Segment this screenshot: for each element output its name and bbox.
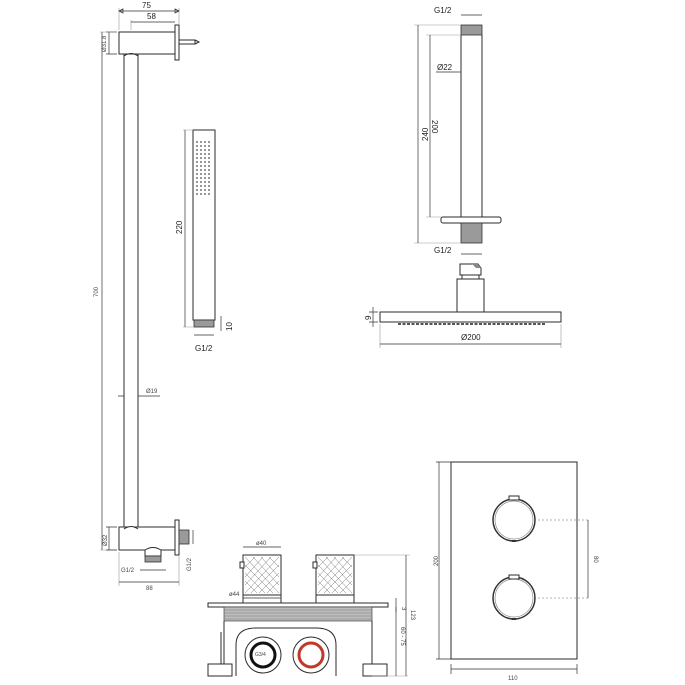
dim-bracket-depth: 58 (147, 12, 156, 21)
shower-head: 9 Ø200 (364, 263, 562, 348)
dim-hand-shower-thread: G1/2 (195, 344, 213, 353)
dim-arm-inner-length: 200 (430, 120, 439, 134)
dim-head-thickness: 9 (364, 315, 373, 320)
rail-side-outlet-thread (178, 529, 190, 545)
dim-knob-spacing: 80 (592, 556, 598, 563)
cold-outlet-ring (249, 641, 277, 669)
head-connector-ring (461, 274, 480, 280)
dim-plate-thickness: 3 (400, 607, 406, 611)
arm-flange (440, 216, 502, 224)
valve-body: G3/4 ø40 ø44 3 60 - 75 123 (207, 541, 415, 677)
cover-plate-outline (450, 461, 578, 660)
dim-bracket-width: 75 (142, 1, 151, 10)
dim-base-diameter: ø44 (229, 592, 240, 598)
shower-arm: G1/2 Ø22 240 200 G1/2 (414, 6, 502, 255)
valve-plate (207, 602, 389, 608)
dim-hand-shower-length: 220 (175, 220, 184, 234)
dim-arm-top-thread: G1/2 (434, 6, 452, 15)
riser-rail: 75 58 Ø31.8 700 Ø19 Ø32 G1/2 G1/2 88 (94, 1, 201, 592)
head-neck (456, 278, 485, 313)
arm-top-thread (460, 24, 483, 36)
rail-top-bracket (118, 31, 176, 55)
valve-foot-left (207, 663, 233, 677)
hand-shower-thread (193, 319, 215, 328)
arm-bottom-thread (460, 222, 483, 244)
rail-top-wall-plate (174, 24, 180, 61)
dim-arm-diameter: Ø22 (437, 63, 453, 72)
dim-side-outlet: G1/2 (187, 557, 193, 571)
dim-tube-diameter: Ø19 (146, 389, 158, 395)
rail-bottom-outlet-thread (144, 555, 162, 563)
rail-bottom-bracket (118, 526, 176, 551)
valve-housing (223, 621, 373, 672)
rail-bottom-wall-plate (174, 519, 180, 556)
rail-top-screw (178, 39, 196, 45)
dim-arm-bottom-thread: G1/2 (434, 246, 452, 255)
dim-inlet: G3/4 (255, 652, 266, 658)
hot-outlet-ring (297, 641, 325, 669)
dim-total-height: 123 (409, 610, 415, 621)
dim-hand-shower-thread-height: 10 (225, 322, 234, 331)
rail-tube (123, 54, 139, 527)
dim-cover-height: 200 (434, 555, 440, 566)
head-plate (379, 311, 562, 323)
dim-knob-diameter: ø40 (256, 541, 267, 547)
dim-rail-length: 700 (94, 286, 100, 297)
dim-arm-total-length: 240 (421, 127, 430, 141)
valve-sleeve (223, 606, 373, 622)
dim-bottom-width: 88 (146, 586, 153, 592)
hand-shower: 220 10 G1/2 (175, 129, 234, 353)
cover-plate: 80 200 110 (434, 461, 598, 682)
dim-cover-width: 110 (508, 676, 518, 682)
arm-tube (460, 35, 483, 217)
dim-depth-range: 60 - 75 (399, 627, 405, 646)
dim-bottom-outlet: G1/2 (121, 568, 135, 574)
dim-top-diameter: Ø31.8 (102, 35, 108, 52)
dim-head-diameter: Ø200 (461, 333, 481, 342)
dim-bottom-diameter: Ø32 (103, 534, 109, 546)
valve-foot-right (362, 663, 388, 677)
hand-shower-nozzles (196, 141, 210, 195)
